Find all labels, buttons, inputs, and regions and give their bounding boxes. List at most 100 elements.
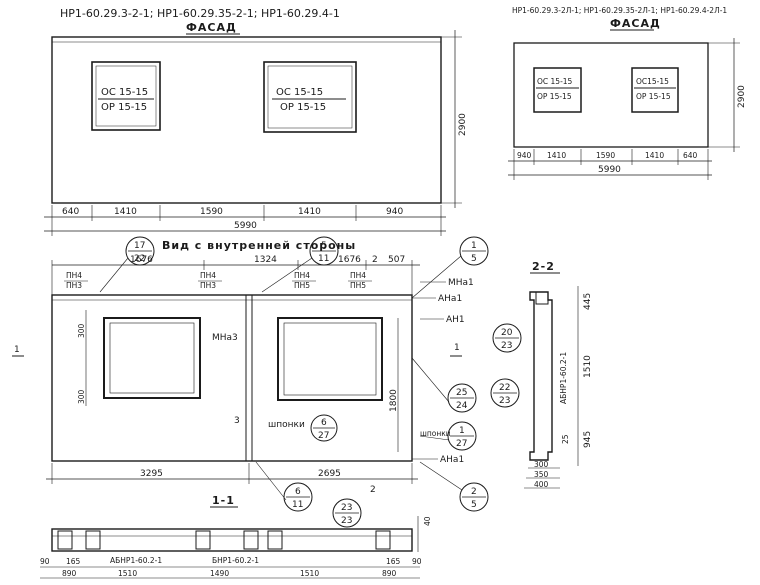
label-an1: АН1 [446, 315, 465, 325]
left-height-dim: 2900 [458, 113, 468, 136]
left-facade-header: НР1-60.29.3-2-1; НР1-60.29.35-2-1; НР1-6… [60, 7, 340, 20]
callout-20-23-top: 20 [501, 328, 513, 338]
label-mna3: МНа3 [212, 333, 238, 343]
section-2-2-label: АБНР1-60.2-1 [559, 352, 568, 404]
callout-1-27-bottom: 27 [456, 439, 467, 449]
inner-window-2 [277, 317, 383, 401]
inner-top-dim-1: 1676 [130, 255, 153, 265]
s11-dim-90-left: 90 [40, 557, 50, 566]
section-1-1-profile [51, 528, 413, 552]
left-dim-4: 1410 [298, 207, 321, 217]
right-dim-2: 1410 [547, 151, 566, 160]
inner-bottom-dim-1: 3295 [140, 469, 163, 479]
left-total-dim: 5990 [234, 221, 257, 231]
inner-top-dim-4: 507 [388, 255, 405, 265]
callout-20-23 [492, 323, 522, 353]
label-shponki-2: шпонки [420, 429, 451, 438]
right-dim-3: 1590 [596, 151, 615, 160]
callout-17-22-bottom: 22 [134, 254, 145, 264]
callouts [125, 236, 522, 528]
right-height-dim: 2900 [737, 85, 747, 108]
s22-bottom-350: 350 [534, 470, 549, 479]
left-window-2-bottom: ОР 15-15 [280, 102, 326, 113]
right-facade-title: ФАСАД [610, 17, 661, 30]
left-facade-title: ФАСАД [186, 21, 237, 34]
callout-1-5-top: 1 [471, 241, 477, 251]
callout-1-27 [447, 421, 477, 451]
s11-dim-90-right: 90 [412, 557, 422, 566]
right-facade: НР1-60.29.3-2Л-1; НР1-60.29.35-2Л-1; НР1… [508, 6, 747, 180]
right-window-2 [631, 67, 679, 113]
callout-25-24-top: 25 [456, 388, 467, 398]
s11-label-1: АБНР1-60.2-1 [110, 556, 162, 565]
pn-label-1: ПН4 [66, 271, 82, 280]
left-dim-2: 1410 [114, 207, 137, 217]
left-facade-panel [51, 36, 442, 204]
label-mna1: МНа1 [448, 278, 474, 288]
pn-label-3: ПН4 [200, 271, 216, 280]
inner-view: Вид с внутренней стороны 1676 1324 1676 … [46, 239, 474, 484]
inner-top-num: 2 [372, 255, 378, 265]
left-window-1 [91, 61, 161, 131]
left-window-2-top: ОС 15-15 [276, 87, 323, 98]
callout-6-11-top: 6 [295, 487, 301, 497]
left-dim-1: 640 [62, 207, 79, 217]
right-window-1-top: ОС 15-15 [537, 77, 573, 86]
section-1-1-title: 1-1 [212, 494, 235, 507]
label-ana1-top: АНа1 [438, 294, 462, 304]
left-dim-5: 940 [386, 207, 403, 217]
callout-1-5-bottom: 5 [471, 254, 477, 264]
callout-6-27-bottom: 27 [318, 431, 329, 441]
s11-dim-40: 40 [423, 516, 432, 526]
section-mark-right: 1 [454, 343, 460, 353]
section-2-2: 2-2 АБНР1-60.2-1 445 1510 945 25 300 350… [524, 260, 593, 489]
callout-22-23-top: 22 [499, 383, 510, 393]
left-window-2 [263, 61, 357, 133]
callout-6-27-top: 6 [321, 418, 327, 428]
label-shponki-1: шпонки [268, 420, 305, 430]
s22-dim-445: 445 [583, 293, 593, 310]
s22-bottom-400: 400 [534, 480, 549, 489]
section-2-2-profile [529, 291, 553, 461]
callout-22-23 [490, 378, 520, 408]
left-facade: НР1-60.29.3-2-1; НР1-60.29.35-2-1; НР1-6… [44, 7, 468, 236]
callout-23-23 [332, 498, 362, 528]
left-dim-3: 1590 [200, 207, 223, 217]
inner-dim-300-top: 300 [77, 323, 86, 338]
s22-bottom-300: 300 [534, 460, 549, 469]
callout-2-5-top: 2 [471, 487, 477, 497]
callout-5-11 [309, 236, 339, 266]
inner-dim-1800: 1800 [389, 389, 399, 412]
inner-top-dim-2: 1324 [254, 255, 277, 265]
pn-label-5: ПН4 [294, 271, 310, 280]
right-window-1-bottom: ОР 15-15 [537, 92, 572, 101]
inner-dim-3: 3 [234, 416, 240, 426]
inner-dim-300-bottom: 300 [77, 389, 86, 404]
inner-panel [51, 294, 413, 462]
right-total-dim: 5990 [598, 165, 621, 175]
callout-23-23-bottom: 23 [341, 516, 352, 526]
callout-17-22-top: 17 [134, 241, 145, 251]
section-mark-bottom: 2 [370, 485, 376, 495]
s11-dim-1510-b: 1510 [300, 569, 319, 578]
callout-text: 17 22 5 11 1 5 25 24 6 27 1 27 6 11 23 2… [128, 241, 519, 526]
s11-dim-890-right: 890 [382, 569, 397, 578]
callout-6-11-bottom: 11 [292, 500, 303, 510]
pn-label-6: ПН5 [294, 281, 310, 290]
pn-label-7: ПН4 [350, 271, 366, 280]
callout-23-23-top: 23 [341, 503, 352, 513]
callout-5-11-bottom: 11 [318, 254, 329, 264]
s11-label-2: БНР1-60.2-1 [212, 556, 259, 565]
s11-dim-1490: 1490 [210, 569, 229, 578]
section-mark-left: 1 [14, 345, 20, 355]
callout-1-5 [459, 236, 489, 266]
pn-label-8: ПН5 [350, 281, 366, 290]
right-dim-1: 940 [517, 151, 532, 160]
callout-20-23-bottom: 23 [501, 341, 512, 351]
label-ana1-bottom: АНа1 [440, 455, 464, 465]
s11-dim-890-left: 890 [62, 569, 77, 578]
inner-top-dim-3: 1676 [338, 255, 361, 265]
right-dim-4: 1410 [645, 151, 664, 160]
right-window-1 [533, 67, 582, 113]
